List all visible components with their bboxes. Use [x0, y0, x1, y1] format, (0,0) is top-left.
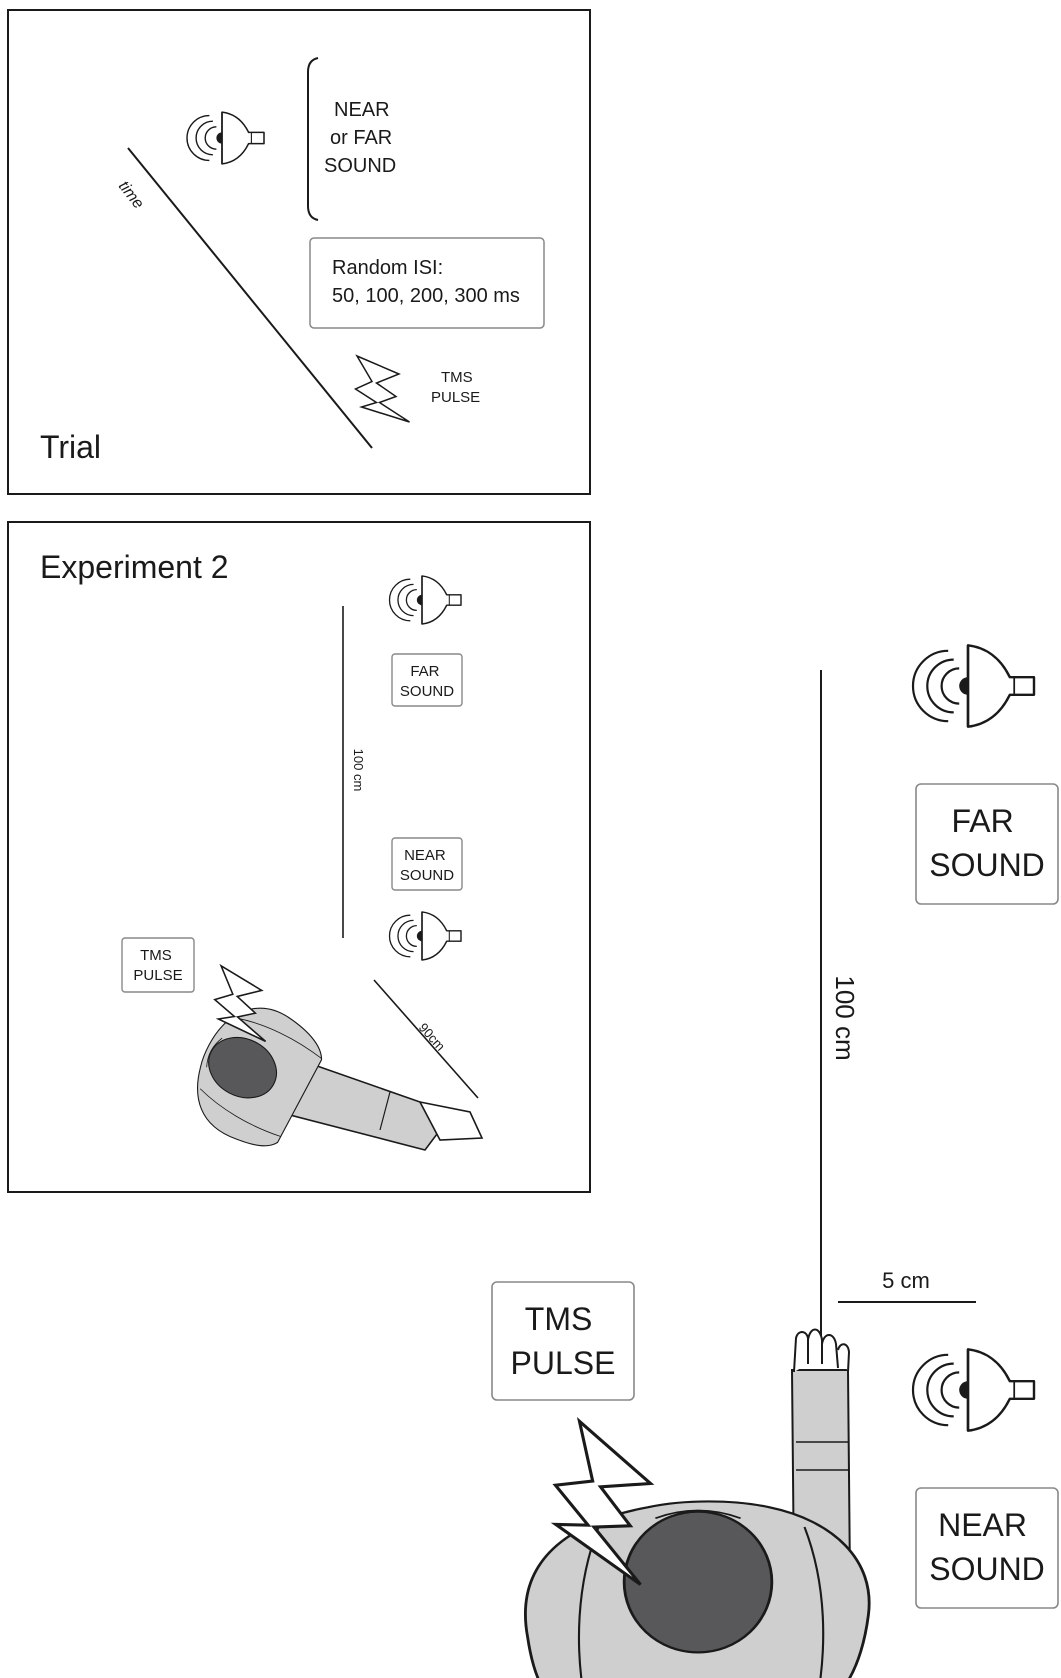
near-sound-label: NEAR SOUND [400, 847, 454, 884]
experiment2-panel: Experiment 2 FAR SOUND 100 cm NEAR SOUND… [7, 521, 591, 1193]
experiment1-panel: FAR SOUND 100 cm 5 cm NEAR SOUND TMS PUL… [491, 644, 1059, 1678]
participant-figure [523, 1328, 871, 1678]
trial-panel: time NEAR or FAR SOUND Random ISI: 50, 1… [7, 9, 591, 495]
tms-box [121, 937, 195, 993]
isi-label: Random ISI: 50, 100, 200, 300 ms [332, 257, 520, 307]
far-speaker-icon [911, 644, 1036, 728]
tms-box [491, 1281, 635, 1401]
near-sound-box [915, 1487, 1059, 1609]
near-sound-label: NEAR SOUND [929, 1507, 1045, 1587]
time-axis [127, 147, 373, 449]
bracket [307, 57, 319, 221]
trial-title: Trial [40, 429, 101, 465]
near-sound-box [391, 837, 463, 891]
near-speaker-icon [911, 1348, 1036, 1432]
tms-label: TMS PULSE [511, 1301, 616, 1381]
far-sound-label: FAR SOUND [929, 803, 1045, 883]
far-sound-box [915, 783, 1059, 905]
offset-label: 5 cm [882, 1268, 930, 1293]
arm-distance-line [373, 979, 479, 1099]
far-sound-box [391, 653, 463, 707]
isi-box [309, 237, 545, 329]
participant-figure [175, 964, 484, 1159]
distance-label: 100 cm [830, 975, 860, 1060]
tms-label: TMS PULSE [431, 369, 480, 406]
sound-label: NEAR or FAR SOUND [324, 99, 398, 177]
tms-label: TMS PULSE [133, 947, 182, 984]
distance-label: 100 cm [351, 749, 366, 792]
experiment2-title: Experiment 2 [40, 549, 229, 585]
far-sound-label: FAR SOUND [400, 663, 454, 700]
